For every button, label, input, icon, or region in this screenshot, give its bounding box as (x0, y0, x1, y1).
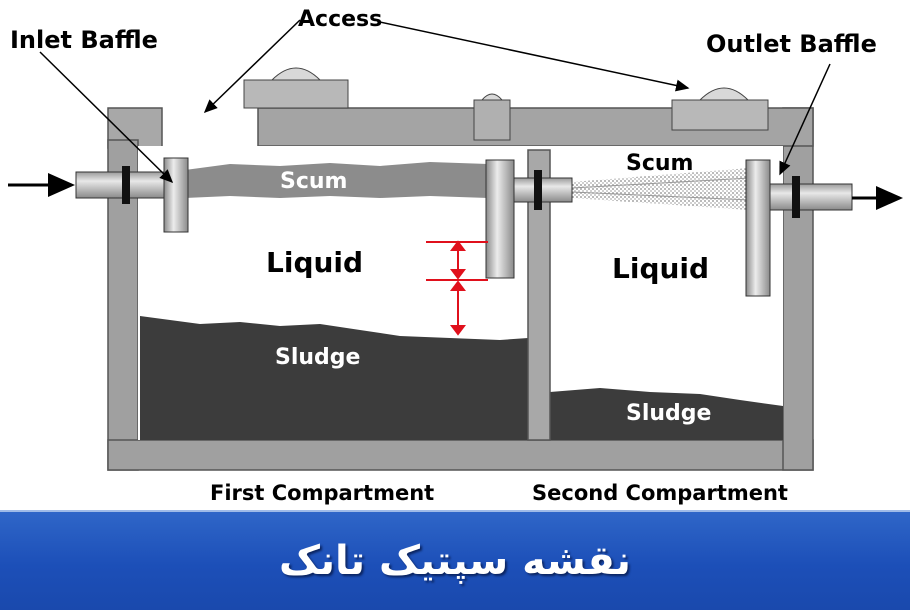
inlet-pipe (75, 166, 173, 204)
scum-layer-first (185, 162, 488, 198)
label-scum-first: Scum (280, 169, 347, 194)
label-outlet-baffle: Outlet Baffle (706, 30, 877, 58)
sludge-layer-second (550, 388, 783, 440)
diagram-canvas: Inlet Baffle Access Outlet Baffle Scum S… (8, 7, 903, 505)
label-liquid-second: Liquid (612, 252, 709, 285)
label-scum-second: Scum (626, 151, 693, 176)
label-liquid-first: Liquid (266, 246, 363, 279)
access-lids (243, 67, 769, 141)
clearance-markers (426, 240, 488, 336)
label-access: Access (298, 7, 382, 32)
label-first-compartment: First Compartment (210, 481, 434, 505)
banner-title: نقشه سپتیک تانک (279, 538, 631, 584)
septic-tank-diagram: Inlet Baffle Access Outlet Baffle Scum S… (8, 7, 903, 505)
inlet-baffle (163, 157, 189, 233)
scum-flow-second (571, 168, 751, 210)
label-inlet-baffle: Inlet Baffle (10, 26, 158, 54)
sludge-layer-first (140, 316, 528, 440)
title-banner: نقشه سپتیک تانک (0, 510, 910, 610)
label-sludge-second: Sludge (626, 401, 711, 426)
outlet-pipe (745, 159, 853, 297)
pointer-lines (39, 19, 831, 184)
dividing-wall (527, 149, 551, 441)
label-sludge-first: Sludge (275, 345, 360, 370)
label-second-compartment: Second Compartment (532, 481, 788, 505)
transfer-baffle (485, 159, 573, 279)
